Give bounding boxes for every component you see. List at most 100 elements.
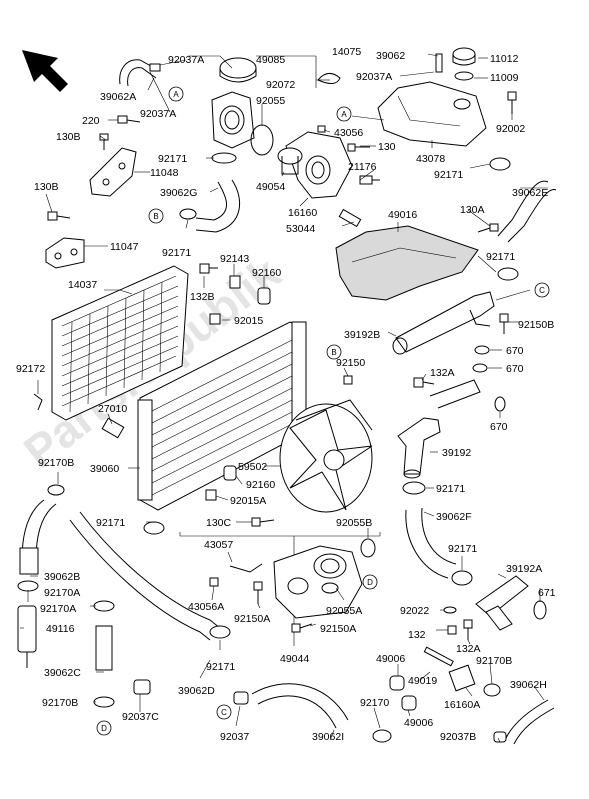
bolt-220 — [117, 115, 141, 124]
o-ring-671 — [533, 600, 547, 620]
hose-39062g — [195, 179, 240, 233]
label-92055: 92055 — [256, 95, 285, 107]
label-43056: 43056 — [334, 127, 363, 139]
svg-text:C: C — [221, 708, 227, 717]
clamp-92171-1 — [211, 152, 237, 164]
label-92037a-3: 92037A — [356, 71, 392, 83]
label-59502: 59502 — [238, 461, 267, 473]
hose-39062a — [119, 59, 159, 87]
label-92171-8: 92171 — [206, 661, 235, 673]
label-53044: 53044 — [286, 223, 315, 235]
pipe-39192a — [475, 575, 529, 631]
o-ring-670-2 — [472, 363, 488, 373]
direction-arrow-icon — [22, 50, 68, 92]
callout-c-2: C — [216, 704, 232, 720]
label-39060: 39060 — [90, 463, 119, 475]
clamp-92170a-2 — [93, 600, 115, 612]
label-92170a-2: 92170A — [40, 603, 76, 615]
bracket-11047 — [45, 237, 85, 269]
hose-39062e — [497, 180, 557, 243]
label-92055a: 92055A — [326, 605, 362, 617]
collar-92015 — [209, 313, 221, 325]
label-92171-1: 92171 — [158, 153, 187, 165]
bolt-130a — [477, 223, 499, 233]
svg-text:A: A — [341, 110, 347, 119]
bolt-132a-2 — [463, 619, 473, 640]
spacer-53044 — [338, 208, 362, 228]
bolt-92002 — [507, 91, 517, 114]
label-21176: 21176 — [348, 161, 377, 173]
radiator-screen-14037 — [51, 265, 189, 421]
thermostat-housing-14075 — [211, 91, 255, 149]
label-39192: 39192 — [442, 447, 471, 459]
svg-text:B: B — [331, 348, 336, 357]
label-49054: 49054 — [256, 181, 285, 193]
label-11048: 11048 — [150, 167, 179, 179]
label-16160: 16160 — [288, 207, 317, 219]
hose-39062d — [69, 511, 221, 641]
water-outlet-16160 — [285, 131, 353, 199]
label-92170b-3: 92170B — [476, 655, 512, 667]
label-49044: 49044 — [280, 653, 309, 665]
hose-39062f — [405, 507, 457, 579]
label-92150a-2: 92150A — [320, 623, 356, 635]
label-39062g: 39062G — [160, 187, 197, 199]
label-132a-2: 132A — [456, 643, 481, 655]
clamp-92037c — [133, 679, 151, 695]
o-ring-92055 — [250, 124, 274, 156]
o-ring-670-3 — [494, 396, 506, 412]
pipe-43057 — [229, 563, 263, 573]
label-92170: 92170 — [360, 697, 389, 709]
label-43078: 43078 — [416, 153, 445, 165]
label-132: 132 — [408, 629, 426, 641]
sensor-21176 — [359, 175, 380, 185]
label-130-1: 130 — [378, 141, 396, 153]
svg-text:A: A — [173, 90, 179, 99]
water-pump-49044 — [273, 545, 363, 619]
svg-text:B: B — [153, 212, 158, 221]
label-92170b-2: 92170B — [42, 697, 78, 709]
label-92160-2: 92160 — [246, 479, 275, 491]
thermostat-49054 — [277, 147, 303, 175]
label-92037a-1: 92037A — [168, 54, 204, 66]
washer-92022 — [443, 606, 457, 614]
label-39062d: 39062D — [178, 685, 215, 697]
label-39062f: 39062F — [436, 511, 472, 523]
fan-59502 — [279, 399, 373, 513]
clamp-92170 — [372, 729, 392, 743]
part-labels: 14075 49085 92037A 39062A 92037A 92072 9… — [16, 46, 556, 743]
grommet-92160-2 — [223, 465, 237, 481]
label-671: 671 — [538, 587, 556, 599]
clamp-92037b — [493, 731, 507, 743]
label-92072: 92072 — [266, 79, 295, 91]
label-130b-2: 130B — [34, 181, 59, 193]
shaft-49019 — [423, 646, 454, 667]
label-132b: 132B — [190, 291, 215, 303]
hose-39062h — [505, 699, 555, 745]
label-92037c: 92037C — [122, 711, 159, 723]
clamp-92171-7 — [451, 570, 473, 586]
bracket-11048 — [89, 147, 137, 197]
svg-text:D: D — [367, 578, 373, 587]
clamp-92170b-2 — [93, 696, 115, 708]
label-92143: 92143 — [220, 253, 249, 265]
label-92015: 92015 — [234, 315, 263, 327]
label-130a: 130A — [460, 204, 485, 216]
label-92022: 92022 — [400, 605, 429, 617]
clamp-92171-4 — [497, 267, 519, 281]
label-92002: 92002 — [496, 123, 525, 135]
label-39192a: 39192A — [506, 563, 542, 575]
label-92150-1: 92150 — [336, 357, 365, 369]
label-27010: 27010 — [98, 403, 127, 415]
clamp-92171-8 — [209, 625, 231, 639]
svg-text:C: C — [539, 286, 545, 295]
label-49006-2: 49006 — [404, 717, 433, 729]
bolt-92150a-1 — [253, 581, 263, 604]
label-39062a: 39062A — [100, 91, 136, 103]
label-92055b: 92055B — [336, 517, 372, 529]
clamp-92171-6 — [143, 521, 165, 535]
callout-b-1: B — [148, 208, 164, 224]
callout-c-1: C — [534, 282, 550, 298]
label-130b-1: 130B — [56, 131, 81, 143]
